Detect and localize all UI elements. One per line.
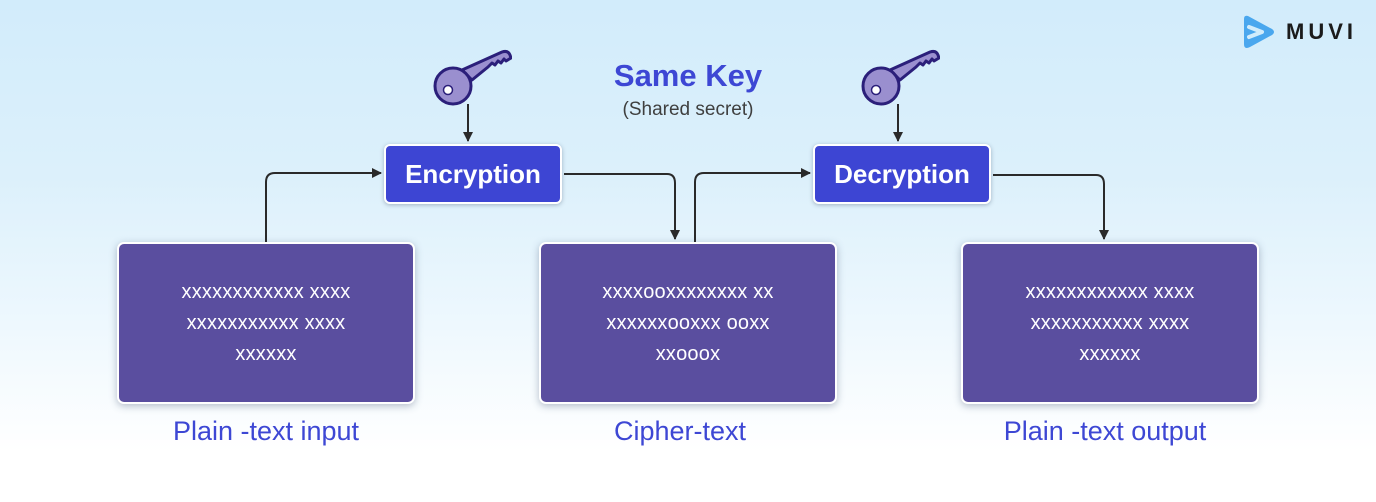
text-line: xxxxxxooxxx ooxx [606, 311, 770, 334]
text-line: xxxxxxxxxxx xxxx [1030, 311, 1190, 334]
ciphertext-label: Cipher-text [613, 416, 747, 446]
text-line: xxxxxxxxxxxx xxxx [1025, 280, 1195, 303]
connector-encryption-to-ciphertext [564, 173, 680, 240]
text-line: xxxxxxxxxxxx xxxx [181, 280, 351, 303]
decryption-box: Decryption [813, 144, 991, 204]
key-icon [433, 49, 512, 106]
diagram-title: Same Key [613, 58, 763, 93]
brand-name: MUVI [1286, 19, 1357, 44]
key-icon [861, 49, 940, 106]
text-line: xxxxxx [1079, 342, 1141, 365]
text-line: xxxxooxxxxxxxx xx [602, 280, 774, 303]
brand-logo: MUVI [1240, 14, 1357, 50]
connector-ciphertext-to-decryption [694, 168, 811, 242]
connector-plaintext-to-encryption [265, 168, 382, 242]
plaintext-input-box: xxxxxxxxxxxx xxxx xxxxxxxxxxx xxxx xxxxx… [117, 242, 415, 404]
diagram-subtitle: (Shared secret) [622, 99, 754, 120]
text-line: xxxxxx [235, 342, 297, 365]
encryption-box: Encryption [384, 144, 562, 204]
plaintext-output-box: xxxxxxxxxxxx xxxx xxxxxxxxxxx xxxx xxxxx… [961, 242, 1259, 404]
connector-decryption-to-output [993, 174, 1109, 240]
text-line: xxxxxxxxxxx xxxx [186, 311, 346, 334]
plaintext-output-label: Plain -text output [1003, 416, 1207, 446]
plaintext-input-label: Plain -text input [172, 416, 360, 446]
text-line: xxooox [655, 342, 721, 365]
muvi-play-icon [1244, 15, 1274, 49]
ciphertext-box: xxxxooxxxxxxxx xx xxxxxxooxxx ooxx xxooo… [539, 242, 837, 404]
